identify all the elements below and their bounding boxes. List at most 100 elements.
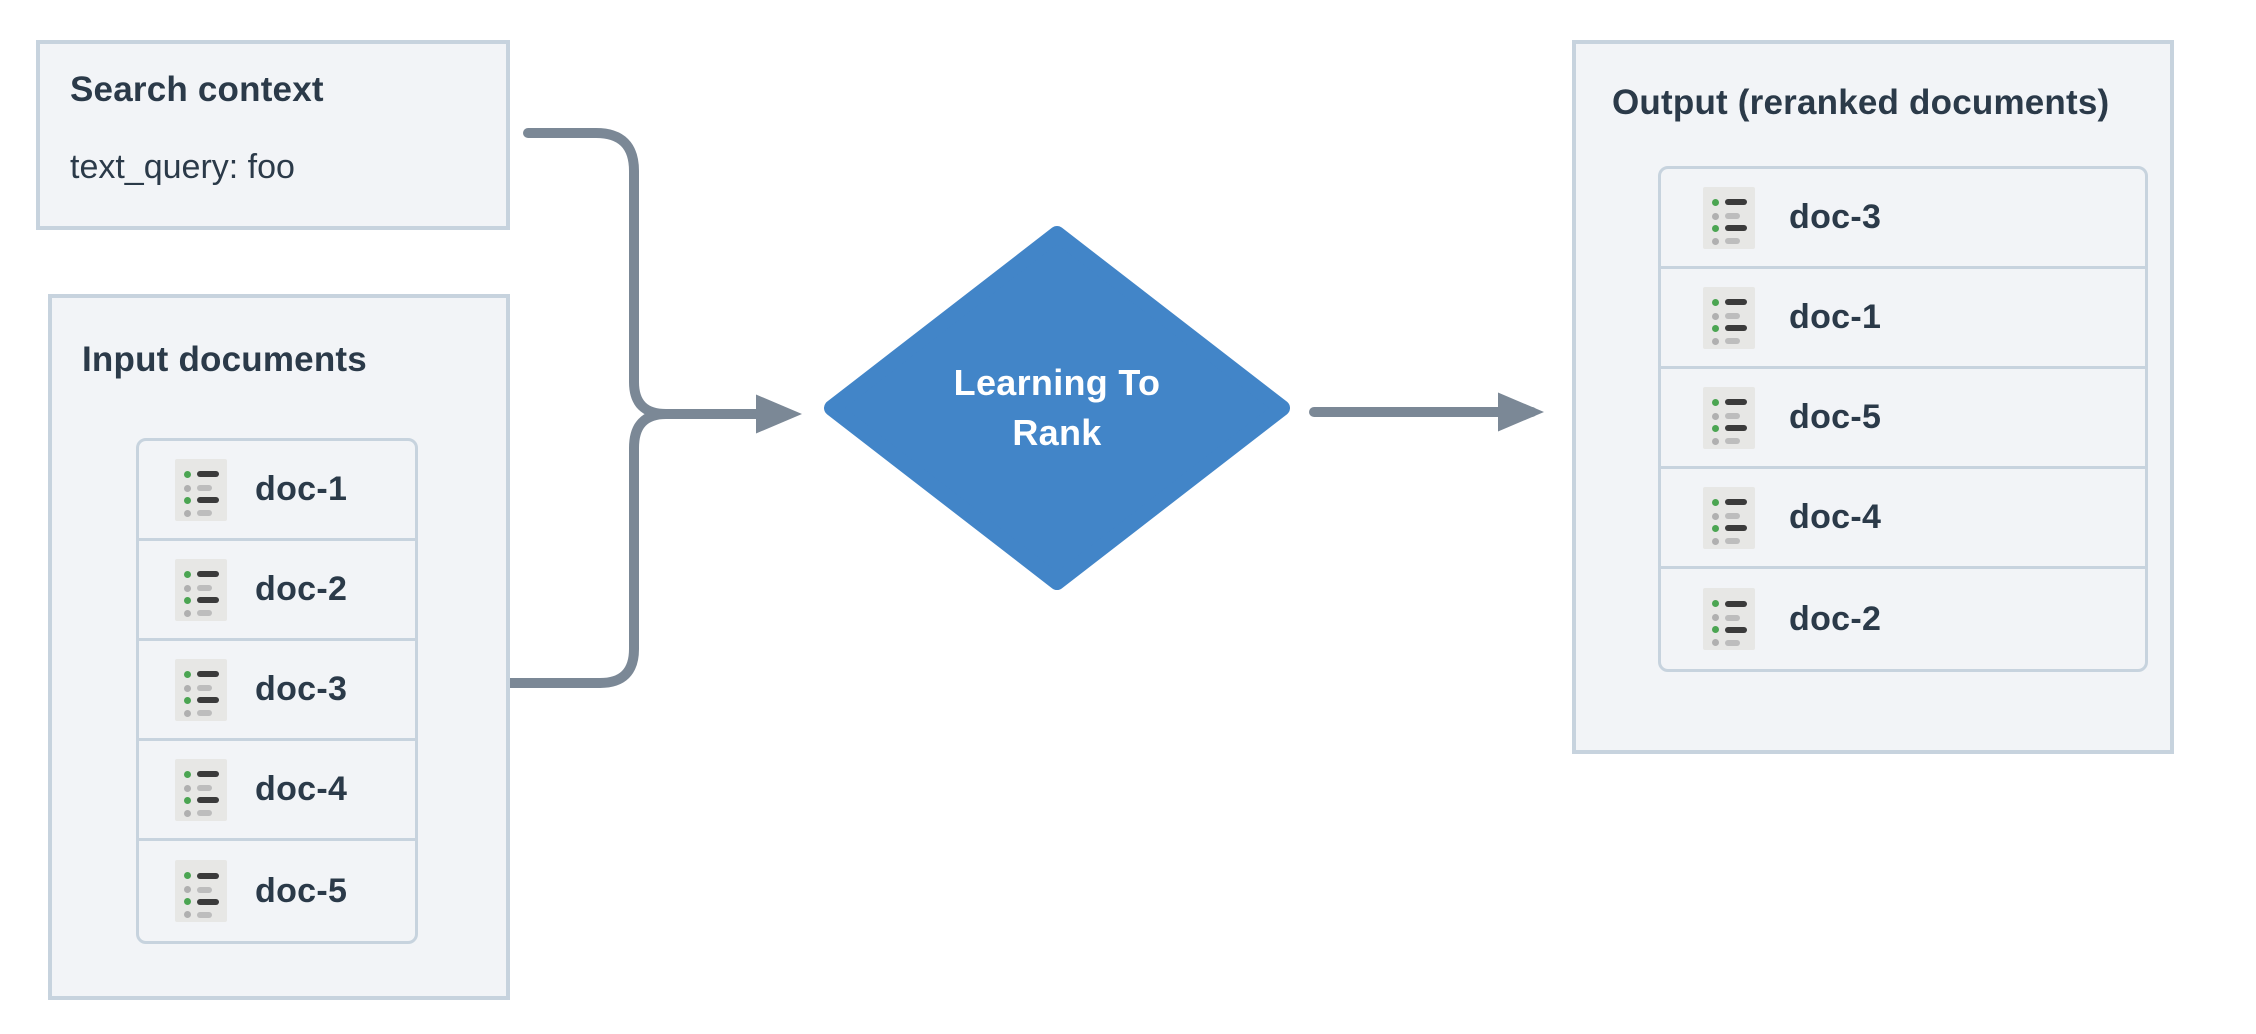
- list-bullet: [184, 684, 191, 692]
- edge-input-documents-to-ltr: [505, 409, 705, 688]
- search-context-query-value: text_query: foo: [70, 148, 295, 186]
- list-line: [197, 585, 212, 591]
- list-line: [197, 785, 212, 791]
- list-line: [1725, 413, 1740, 419]
- list-line: [197, 597, 219, 603]
- list-line: [197, 886, 212, 893]
- list-bullet: [184, 911, 191, 918]
- output-document-label: doc-1: [1789, 298, 1882, 336]
- input-document-row[interactable]: doc-1: [139, 441, 415, 541]
- list-bullet: [184, 470, 191, 478]
- output-document-row[interactable]: doc-1: [1661, 269, 2145, 369]
- list-line: [1725, 538, 1740, 544]
- list-line: [1725, 225, 1747, 231]
- list-line: [1725, 438, 1740, 444]
- output-title: Output (reranked documents): [1612, 83, 2110, 122]
- document-list-icon: [1703, 386, 1755, 449]
- input-document-label: doc-3: [255, 670, 348, 708]
- output-document-label: doc-2: [1789, 599, 1882, 638]
- list-line: [197, 610, 212, 616]
- document-list-icon: [1703, 186, 1755, 249]
- list-bullet: [1712, 524, 1719, 532]
- document-list-icon: [175, 458, 227, 521]
- list-line: [197, 872, 219, 879]
- list-line: [197, 485, 212, 491]
- learning-to-rank-node[interactable]: Learning To Rank: [824, 226, 1290, 590]
- list-line: [197, 685, 212, 691]
- output-document-row[interactable]: doc-3: [1661, 169, 2145, 269]
- list-bullet: [1712, 212, 1719, 220]
- input-document-row[interactable]: doc-5: [139, 841, 415, 941]
- list-bullet: [184, 770, 191, 778]
- input-document-label: doc-5: [255, 871, 348, 910]
- list-line: [1725, 299, 1747, 305]
- list-bullet: [184, 570, 191, 578]
- list-line: [197, 771, 219, 777]
- list-line: [1725, 238, 1740, 244]
- list-line: [1725, 325, 1747, 331]
- output-document-row[interactable]: doc-2: [1661, 569, 2145, 669]
- list-line: [1725, 213, 1740, 219]
- output-document-label: doc-4: [1789, 498, 1882, 536]
- list-bullet: [1712, 537, 1719, 545]
- list-line: [1725, 525, 1747, 531]
- input-document-row[interactable]: doc-2: [139, 541, 415, 641]
- list-bullet: [1712, 512, 1719, 520]
- list-bullet: [1712, 398, 1719, 406]
- list-line: [197, 497, 219, 503]
- input-document-row[interactable]: doc-3: [139, 641, 415, 741]
- document-list-icon: [175, 758, 227, 821]
- list-line: [1725, 499, 1747, 505]
- list-line: [197, 911, 212, 918]
- list-bullet: [1712, 312, 1719, 320]
- list-bullet: [1712, 298, 1719, 306]
- list-bullet: [184, 784, 191, 792]
- document-list-icon: [175, 860, 227, 922]
- output-document-row[interactable]: doc-5: [1661, 369, 2145, 469]
- list-bullet: [184, 809, 191, 817]
- list-line: [197, 671, 219, 677]
- list-bullet: [1712, 437, 1719, 445]
- document-list-icon: [175, 658, 227, 721]
- output-document-label: doc-3: [1789, 198, 1882, 236]
- list-line: [1725, 600, 1747, 607]
- list-line: [1725, 425, 1747, 431]
- list-bullet: [184, 872, 191, 879]
- list-bullet: [184, 709, 191, 717]
- list-bullet: [1712, 324, 1719, 332]
- list-line: [1725, 626, 1747, 633]
- list-line: [197, 471, 219, 477]
- document-list-icon: [1703, 486, 1755, 549]
- list-line: [1725, 614, 1740, 621]
- input-document-label: doc-4: [255, 770, 348, 808]
- list-bullet: [184, 609, 191, 617]
- diamond-shape: [824, 226, 1290, 590]
- list-line: [1725, 513, 1740, 519]
- list-bullet: [1712, 224, 1719, 232]
- output-document-row[interactable]: doc-4: [1661, 469, 2145, 569]
- edge-search-context-to-ltr: [523, 128, 705, 419]
- list-line: [197, 571, 219, 577]
- list-line: [197, 898, 219, 905]
- list-bullet: [184, 898, 191, 905]
- list-line: [1725, 639, 1740, 646]
- list-bullet: [184, 886, 191, 893]
- list-line: [197, 510, 212, 516]
- list-bullet: [1712, 412, 1719, 420]
- list-bullet: [1712, 639, 1719, 646]
- input-documents-title: Input documents: [82, 340, 367, 379]
- list-bullet: [184, 596, 191, 604]
- output-documents-list: doc-3 doc-1 doc-5 doc-4 doc-2: [1658, 166, 2148, 672]
- list-bullet: [1712, 600, 1719, 607]
- list-bullet: [184, 496, 191, 504]
- list-line: [1725, 199, 1747, 205]
- list-bullet: [1712, 237, 1719, 245]
- input-document-row[interactable]: doc-4: [139, 741, 415, 841]
- output-document-label: doc-5: [1789, 398, 1882, 436]
- list-bullet: [184, 670, 191, 678]
- list-line: [1725, 399, 1747, 405]
- search-context-panel: Search context text_query: foo: [36, 40, 510, 230]
